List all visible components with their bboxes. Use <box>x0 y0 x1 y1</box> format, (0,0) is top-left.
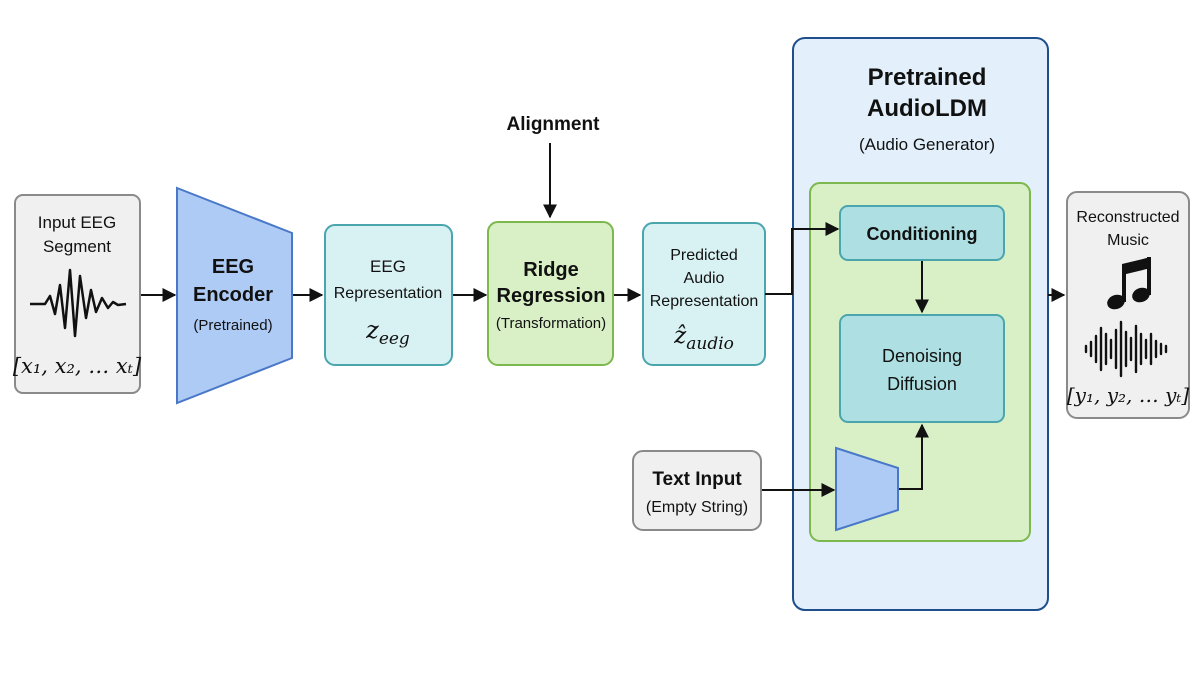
pred-title-line2: Audio <box>684 270 725 287</box>
pred-title-line1: Predicted <box>670 247 738 264</box>
arrow-predicted-to-conditioning <box>765 222 840 295</box>
eeg-representation-box <box>324 224 453 366</box>
ridge-regression-box <box>487 221 614 366</box>
conditioning-box <box>839 205 1005 261</box>
z-audio-symbol: ẑaudio <box>673 323 734 354</box>
text-input-title: Text Input <box>652 469 742 490</box>
reconstructed-music-box <box>1066 191 1190 419</box>
conditioning-label: Conditioning <box>867 224 978 244</box>
audioldm-title-line2: AudioLDM <box>867 95 987 122</box>
eeg-wave-icon <box>30 268 127 338</box>
audioldm-title-line1: Pretrained <box>868 64 987 91</box>
arrow-text-encoder-to-denoising <box>899 423 929 490</box>
pred-title-line3: Representation <box>650 293 759 310</box>
alignment-label: Alignment <box>507 114 601 135</box>
z-eeg-symbol: zeeg <box>365 316 410 349</box>
encoder-title-line2: Encoder <box>193 284 273 306</box>
denoising-diffusion-box <box>839 314 1005 423</box>
ridge-title-line2: Regression <box>497 285 606 307</box>
music-note-icon <box>1107 257 1151 310</box>
audioldm-subtitle: (Audio Generator) <box>859 135 995 154</box>
encoder-title-line1: EEG <box>212 256 254 278</box>
input-sequence: [x₁, x₂, … xₜ] <box>13 354 142 378</box>
output-title-line1: Reconstructed <box>1076 209 1179 226</box>
encoder-subtitle: (Pretrained) <box>193 317 272 334</box>
denoising-line1: Denoising <box>882 346 962 366</box>
text-input-box <box>632 450 762 531</box>
eeg-rep-title-line1: EEG <box>370 257 406 276</box>
text-encoder-shape <box>835 446 899 532</box>
text-input-subtitle: (Empty String) <box>646 499 748 516</box>
eeg-rep-title-line2: Representation <box>334 285 443 302</box>
ridge-subtitle: (Transformation) <box>496 315 606 332</box>
input-title-line1: Input EEG <box>38 213 116 232</box>
input-title-line2: Segment <box>43 237 111 256</box>
output-title-line2: Music <box>1107 232 1149 249</box>
denoising-line2: Diffusion <box>887 374 957 394</box>
waveform-icon <box>1084 320 1168 378</box>
output-sequence: [y₁, y₂, … yₜ] <box>1067 383 1189 407</box>
eeg-encoder-shape <box>176 186 293 405</box>
ridge-title-line1: Ridge <box>523 259 579 281</box>
